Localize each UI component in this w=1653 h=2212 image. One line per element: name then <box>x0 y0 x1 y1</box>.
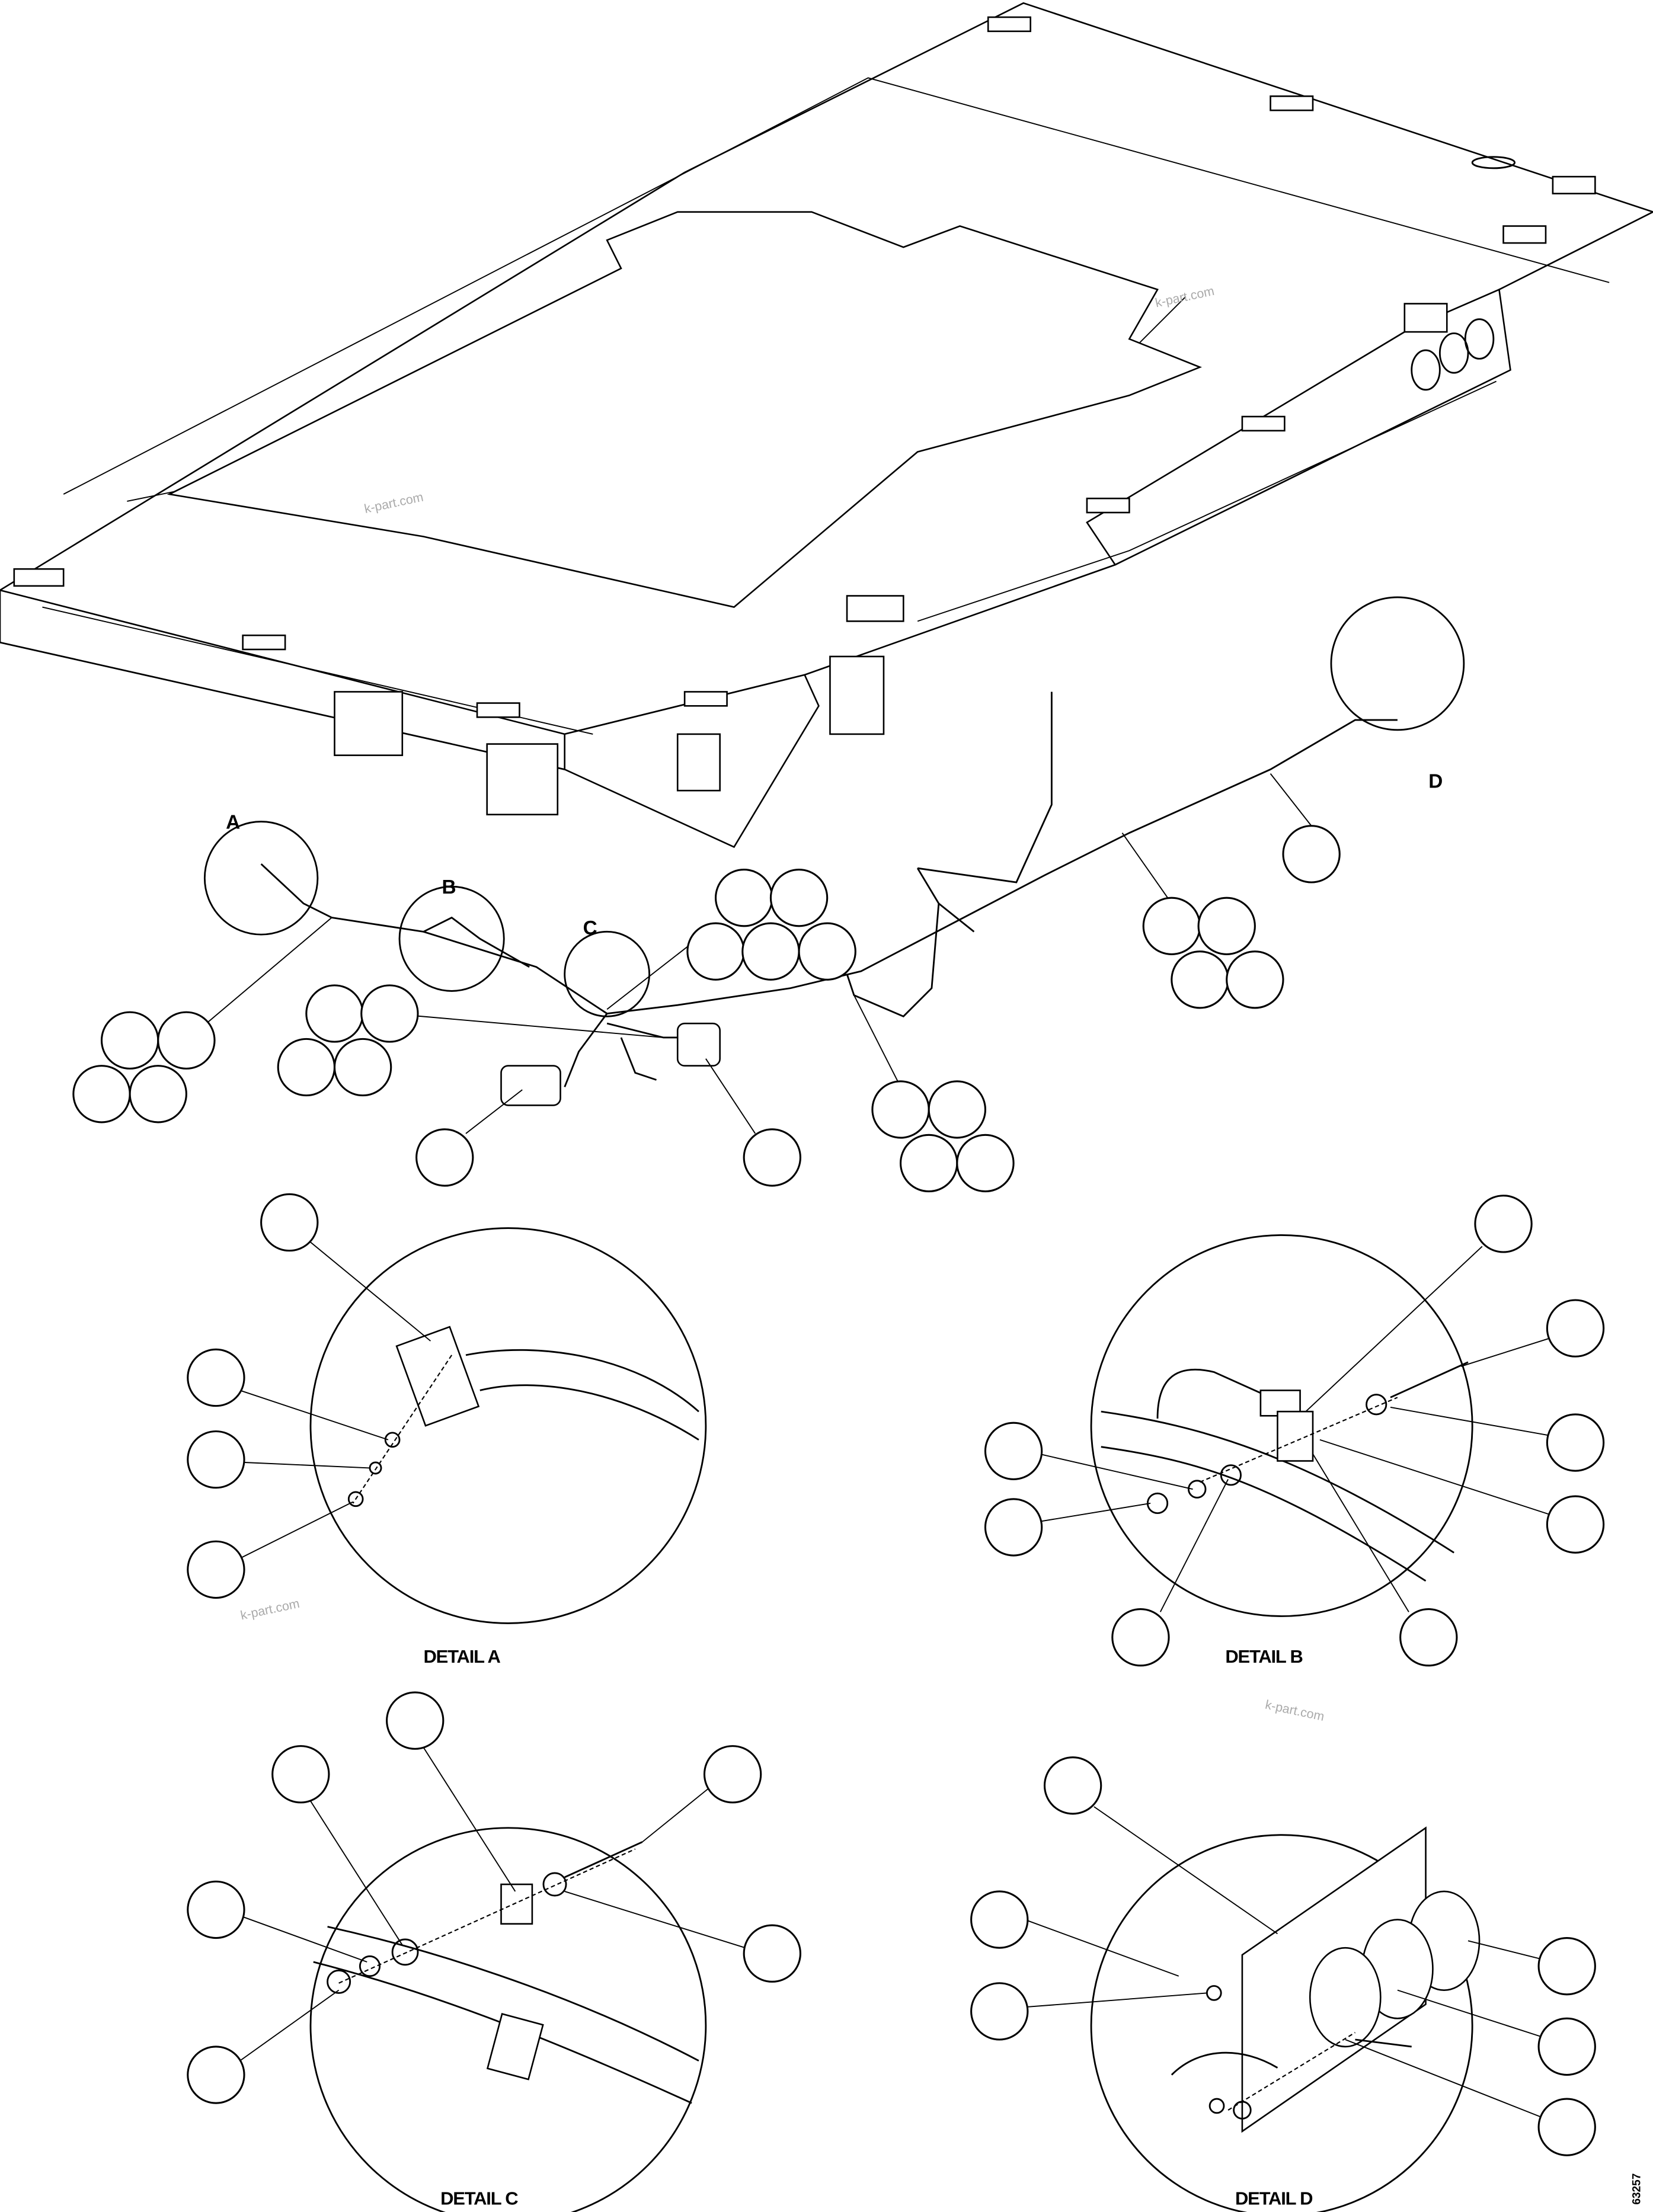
drawing-number: 63257 <box>1631 2173 1644 2205</box>
wiring-harness <box>260 692 1398 1106</box>
view-label-c: C <box>583 917 597 939</box>
item-balloon <box>714 869 773 927</box>
item-balloons <box>72 825 1605 2156</box>
item-balloon <box>871 1080 930 1139</box>
item-balloon <box>743 1128 801 1187</box>
left-lamp <box>500 1065 561 1106</box>
item-balloon <box>157 1011 216 1070</box>
item-balloon <box>333 1038 392 1097</box>
detail-title-c: DETAIL C <box>440 2188 518 2209</box>
item-balloon <box>1226 950 1284 1009</box>
view-label-a: A <box>226 811 240 833</box>
item-balloon <box>1546 1495 1605 1554</box>
watermark: k-part.com <box>239 1596 301 1623</box>
item-balloon <box>1282 825 1341 883</box>
item-balloon <box>970 1982 1029 2041</box>
detail-d: DETAIL D <box>1024 1806 1542 2212</box>
item-balloon <box>984 1422 1043 1481</box>
item-balloon <box>277 1038 336 1097</box>
item-balloon <box>1546 1299 1605 1358</box>
item-balloon <box>1399 1608 1458 1667</box>
item-balloon <box>956 1134 1015 1193</box>
item-balloon <box>187 1540 245 1599</box>
item-balloon <box>686 922 745 981</box>
item-balloon <box>970 1890 1029 1949</box>
item-balloon <box>984 1498 1043 1557</box>
item-balloon <box>386 1691 445 1750</box>
item-balloon <box>260 1193 319 1252</box>
item-balloon <box>1537 2098 1596 2156</box>
callout-circle-a <box>203 821 319 936</box>
frame-assembly <box>0 2 1653 849</box>
item-balloon <box>1474 1195 1533 1253</box>
detail-a: DETAIL A <box>239 1227 707 1667</box>
item-balloon <box>187 1430 245 1489</box>
item-balloon <box>743 1924 801 1983</box>
item-balloon <box>187 2045 245 2104</box>
item-balloon <box>1142 897 1201 956</box>
detail-title-a: DETAIL A <box>424 1646 501 1667</box>
detail-title-d: DETAIL D <box>1235 2188 1313 2209</box>
item-balloon <box>72 1065 131 1123</box>
detail-title-b: DETAIL B <box>1225 1646 1302 1667</box>
item-balloon <box>415 1128 474 1187</box>
view-label-d: D <box>1428 770 1443 792</box>
item-balloon <box>1537 1936 1596 1996</box>
callout-circle-c <box>564 930 651 1017</box>
item-balloon <box>703 1745 762 1804</box>
item-balloon <box>305 984 364 1043</box>
item-balloon <box>1043 1756 1102 1815</box>
item-balloon <box>1111 1608 1170 1667</box>
item-balloon <box>129 1065 187 1123</box>
item-balloon <box>187 1880 245 1939</box>
view-callouts: A B C D <box>203 596 1465 1017</box>
item-balloon <box>741 922 800 981</box>
item-balloon <box>899 1134 958 1193</box>
item-balloon <box>1197 897 1256 956</box>
item-balloon <box>1171 950 1229 1009</box>
item-balloon <box>271 1745 330 1804</box>
item-balloon <box>798 922 856 981</box>
item-balloon <box>1537 2017 1596 2076</box>
item-balloon <box>769 869 829 927</box>
item-balloon <box>1546 1413 1605 1472</box>
right-lamp <box>676 1022 721 1067</box>
view-label-b: B <box>442 876 456 898</box>
item-balloon <box>360 984 419 1043</box>
callout-circle-d <box>1330 596 1465 731</box>
detail-c: DETAIL C <box>239 1747 746 2212</box>
watermark: k-part.com <box>1264 1698 1326 1724</box>
item-balloon <box>100 1011 159 1070</box>
item-balloon <box>187 1348 245 1407</box>
item-balloon <box>928 1080 986 1139</box>
callout-circle-b <box>398 885 505 992</box>
detail-b: DETAIL B <box>1038 1234 1550 1667</box>
